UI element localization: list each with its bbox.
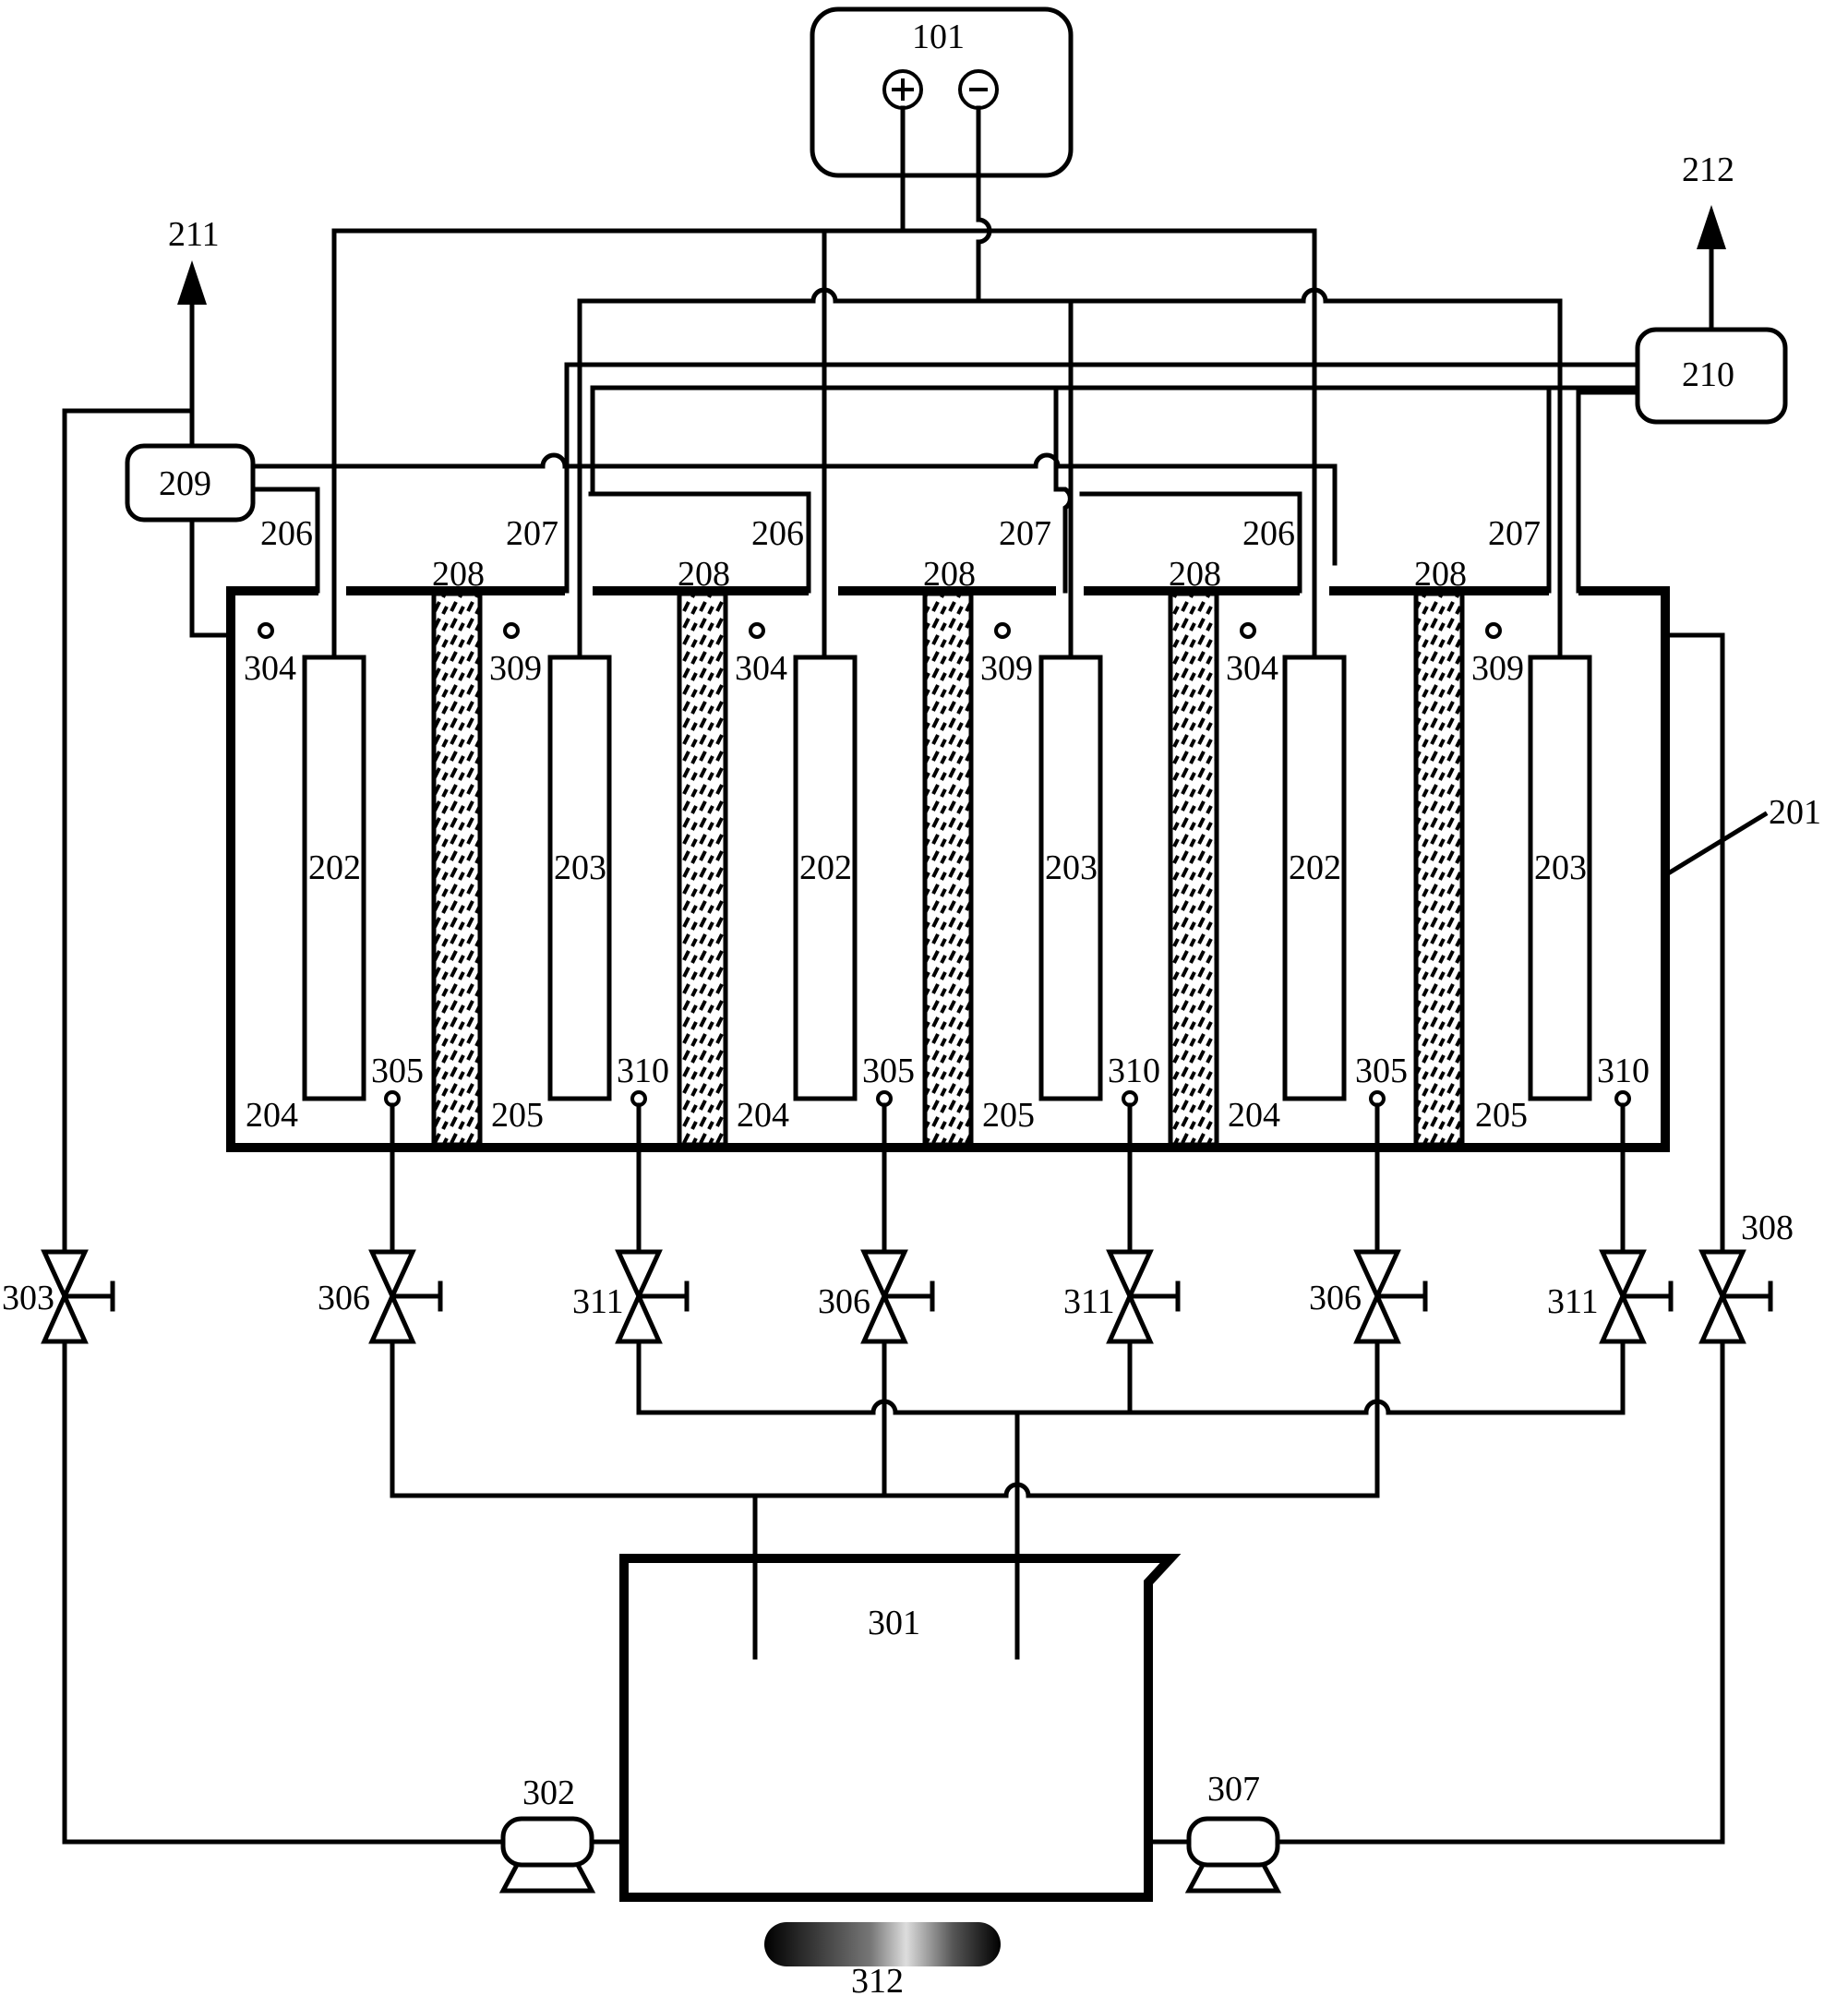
outlet-arrow-left <box>177 260 207 414</box>
label-anode-cover: 206 <box>1242 514 1295 553</box>
label-left-pump: 302 <box>522 1774 575 1812</box>
cathode-wiring <box>577 105 1563 660</box>
drain-ports <box>384 1090 1631 1498</box>
label-cathode-drain: 310 <box>1597 1052 1650 1090</box>
label-cathode-drain: 310 <box>1108 1052 1160 1090</box>
label-cathode: 203 <box>1534 848 1587 887</box>
valve-306-b <box>860 1249 935 1344</box>
label-right-valve: 308 <box>1741 1208 1794 1247</box>
label-reservoir: 301 <box>868 1604 920 1642</box>
electrodes <box>302 655 1592 1101</box>
label-outlet-left: 211 <box>168 215 220 254</box>
label-anode-drain: 305 <box>1355 1052 1408 1090</box>
label-cathode-inlet: 309 <box>489 649 542 688</box>
label-cathode-drain-valve: 311 <box>1547 1282 1599 1321</box>
label-membrane: 208 <box>1414 555 1467 594</box>
label-cathode-chamber: 205 <box>491 1096 544 1135</box>
label-membrane: 208 <box>1169 555 1221 594</box>
circulation-lines <box>62 1339 1725 1845</box>
valve-308 <box>1698 1249 1773 1344</box>
label-left-valve: 303 <box>2 1279 54 1317</box>
label-anode-chamber: 204 <box>246 1096 298 1135</box>
label-cathode-cover: 207 <box>506 514 558 553</box>
label-cathode-chamber: 205 <box>1475 1096 1528 1135</box>
label-gas-box-left: 209 <box>159 464 211 503</box>
label-anode-cover: 206 <box>751 514 804 553</box>
valve-311-a <box>615 1249 690 1344</box>
label-membrane: 208 <box>923 555 976 594</box>
label-cathode-chamber: 205 <box>982 1096 1035 1135</box>
outlet-arrow-right <box>1697 205 1726 332</box>
inlet-ports <box>258 622 1502 639</box>
label-right-pump: 307 <box>1207 1770 1260 1809</box>
label-anode-drain-valve: 306 <box>1309 1279 1362 1317</box>
label-cathode-drain-valve: 311 <box>1063 1282 1115 1321</box>
label-cathode: 203 <box>1045 848 1098 887</box>
label-anode-cover: 206 <box>260 514 313 553</box>
label-anode-inlet: 304 <box>244 649 296 688</box>
valve-311-b <box>1106 1249 1181 1344</box>
label-outlet-right: 212 <box>1682 150 1734 189</box>
label-cathode-cover: 207 <box>1488 514 1541 553</box>
label-cathode-cover: 207 <box>999 514 1051 553</box>
label-anode-drain: 305 <box>862 1052 915 1090</box>
valves <box>41 1249 1773 1344</box>
label-anode-drain: 305 <box>371 1052 424 1090</box>
valve-306-a <box>368 1249 443 1344</box>
label-cathode-drain-valve: 311 <box>572 1282 624 1321</box>
label-anode-drain-valve: 306 <box>318 1279 370 1317</box>
electrolysis-tank <box>226 586 1769 1254</box>
label-anode: 202 <box>308 848 361 887</box>
cathode-gas-collection <box>564 327 1788 594</box>
pump-307 <box>1146 1816 1282 1894</box>
label-gas-box-right: 210 <box>1682 355 1734 394</box>
valve-306-c <box>1353 1249 1428 1344</box>
membranes <box>431 591 1465 1148</box>
label-membrane: 208 <box>678 555 730 594</box>
valve-311-c <box>1599 1249 1674 1344</box>
label-cathode: 203 <box>554 848 606 887</box>
reservoir <box>619 1410 1182 1902</box>
anode-wiring <box>331 105 1317 660</box>
pump-302 <box>498 1816 627 1894</box>
label-anode-drain-valve: 306 <box>818 1282 870 1321</box>
label-membrane: 208 <box>432 555 485 594</box>
valve-303 <box>41 1249 115 1344</box>
label-cathode-inlet: 309 <box>1471 649 1524 688</box>
label-cathode-drain: 310 <box>617 1052 669 1090</box>
label-tank: 201 <box>1769 793 1821 832</box>
label-power-supply: 101 <box>912 18 965 56</box>
label-anode-inlet: 304 <box>735 649 787 688</box>
label-anode: 202 <box>799 848 852 887</box>
drain-headers <box>390 1339 1626 1660</box>
label-cathode-inlet: 309 <box>980 649 1033 688</box>
label-anode-chamber: 204 <box>737 1096 789 1135</box>
label-anode-chamber: 204 <box>1228 1096 1280 1135</box>
label-anode: 202 <box>1289 848 1341 887</box>
stirrer <box>764 1922 1001 1966</box>
label-stirrer: 312 <box>851 1962 904 1996</box>
label-anode-inlet: 304 <box>1226 649 1278 688</box>
